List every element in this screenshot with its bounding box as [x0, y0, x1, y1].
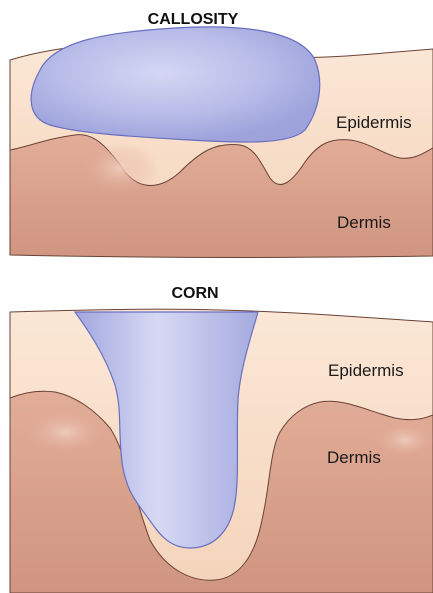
- corn-papilla-highlight-right: [375, 422, 433, 458]
- corn-papilla-highlight: [25, 410, 105, 454]
- callosity-panel: CALLOSITY Epidermis Dermis: [10, 11, 433, 257]
- callosity-dermis-layer: [10, 135, 433, 258]
- callosity-epidermis-label: Epidermis: [336, 113, 412, 132]
- callosity-dermis-label: Dermis: [337, 213, 391, 232]
- corn-panel: CORN Epidermis Dermis: [10, 285, 433, 593]
- corn-dermis-label: Dermis: [327, 448, 381, 467]
- callosity-title: CALLOSITY: [148, 11, 239, 28]
- corn-epidermis-label: Epidermis: [328, 361, 404, 380]
- corn-title: CORN: [171, 285, 218, 302]
- callosity-papilla-highlight: [82, 142, 158, 194]
- callus-lesion: [31, 27, 320, 142]
